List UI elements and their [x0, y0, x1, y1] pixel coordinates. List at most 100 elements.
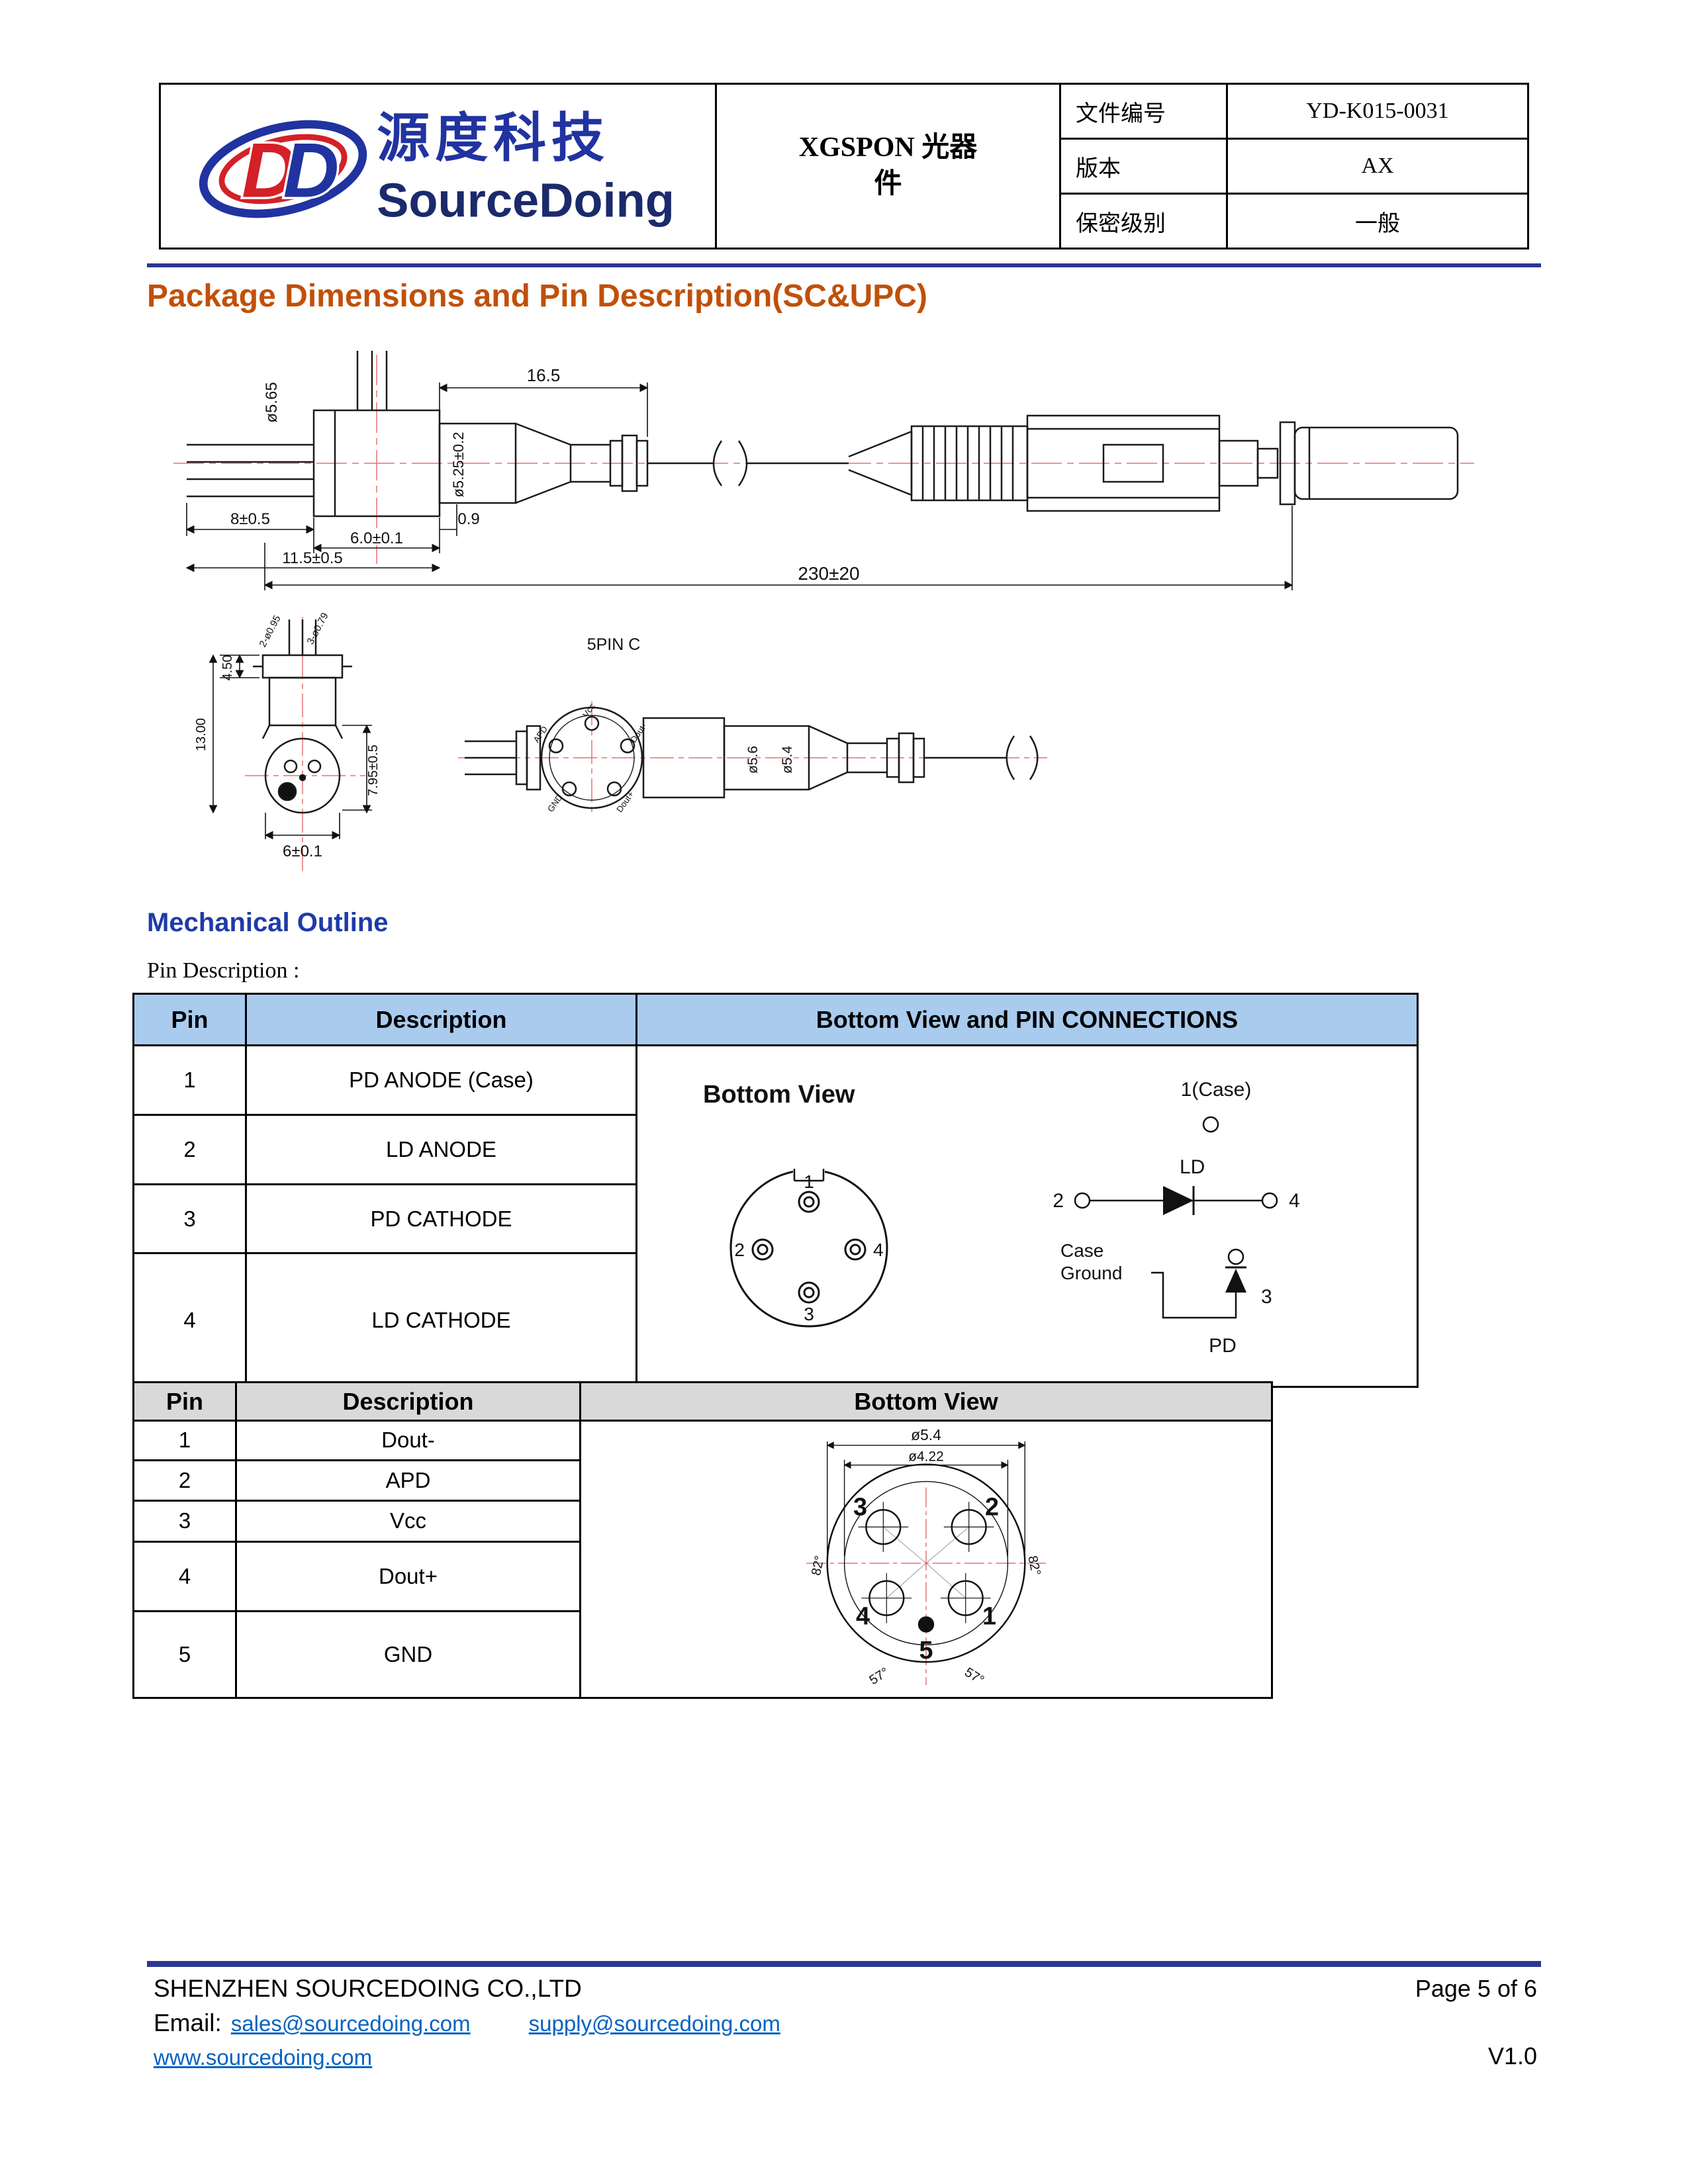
field-label-version: 版本 — [1061, 140, 1228, 195]
logo-brand-cn: 源度科技 — [377, 108, 610, 167]
dim-5-6: ø5.6 — [745, 746, 761, 774]
schematic-pin-3: 3 — [1261, 1286, 1272, 1308]
receiver-circle — [826, 1463, 1026, 1663]
email-link-sales[interactable]: sales@sourcedoing.com — [230, 2011, 471, 2036]
pin-description: Dout- — [235, 1420, 581, 1461]
pin-label-gnd: GND — [545, 792, 565, 813]
case-ground-label-1: Case — [1060, 1240, 1103, 1261]
table-row: 4 Dout+ — [132, 1540, 1272, 1612]
drawing-fivepin-labels: 5PIN C Vcc APD Dout- GND Dout+ ø5.6 ø5.4 — [532, 635, 795, 814]
table-header-row: Pin Description Bottom View and PIN CONN… — [132, 993, 1419, 1046]
col-header-bottom-view: Bottom View and PIN CONNECTIONS — [635, 993, 1419, 1046]
angle-57-right: 57° — [962, 1665, 986, 1688]
pin-table-receiver: Pin Description Bottom View 1 Dout- — [132, 1381, 1273, 1700]
dim-0-9: 0.9 — [457, 510, 479, 528]
pin-description: APD — [235, 1459, 581, 1502]
pin-number: 5 — [132, 1610, 237, 1700]
pin-1: 1 — [982, 1602, 996, 1630]
pin-description: Dout+ — [235, 1540, 581, 1612]
pin-connections-schematic: 1(Case) LD 2 4 Case Ground — [1053, 1079, 1299, 1357]
pin-number: 4 — [132, 1252, 247, 1388]
bottom-view-caption: Bottom View — [703, 1081, 855, 1109]
pin-table-laser: Pin Description Bottom View and PIN CONN… — [132, 993, 1419, 1388]
pin-number: 4 — [132, 1540, 237, 1612]
case-label: 1(Case) — [1180, 1079, 1251, 1101]
dim-6-0: 6.0±0.1 — [350, 529, 403, 547]
table-row: 5 GND — [132, 1610, 1272, 1700]
table-row: 1 Dout- — [132, 1420, 1273, 1699]
angle-82-right: 82° — [1025, 1555, 1043, 1577]
table-row: 2 LD ANODE — [132, 1113, 1418, 1185]
dim-8: 8±0.5 — [230, 510, 270, 528]
col-header-pin: Pin — [132, 1381, 237, 1422]
drawing-tosa-dim-labels: 16.5 ø5.65 ø5.25±0.2 8±0.5 0.9 6.0±0.1 1… — [230, 365, 860, 584]
fivepin-title: 5PIN C — [587, 635, 641, 654]
bottom-view-diagram-cell: ø5.4 ø4.22 3 2 4 1 5 82° 82° 57° 57° — [579, 1420, 1273, 1699]
pin-5: 5 — [919, 1637, 933, 1664]
drawing-tosa-side-view — [173, 351, 1474, 564]
receiver-bottom-view-diagram: ø5.4 ø4.22 3 2 4 1 5 82° 82° 57° 57° — [806, 1426, 1047, 1688]
logo-swoosh — [199, 120, 367, 218]
logo-monogram-d1: D — [242, 126, 298, 213]
circle-pin-3: 3 — [804, 1304, 814, 1324]
drawing-fivepin-view — [458, 702, 1047, 815]
bottom-view-circle — [729, 1167, 888, 1328]
bottom-view-pin-numbers: 1 2 4 3 — [734, 1171, 883, 1324]
receiver-dimensions — [826, 1441, 1026, 1557]
pin-description: PD CATHODE — [245, 1183, 637, 1255]
mechanical-drawings: 16.5 ø5.65 ø5.25±0.2 8±0.5 0.9 6.0±0.1 1… — [173, 351, 1474, 875]
table-header-row: Pin Description Bottom View — [132, 1381, 1273, 1422]
ld-label: LD — [1180, 1156, 1205, 1178]
dim-front-pins-b: 3-ø0.79 — [305, 611, 330, 647]
field-value-doc-number: YD-K015-0031 — [1228, 85, 1527, 140]
angle-82-left: 82° — [809, 1555, 827, 1577]
dim-6-0-1: 6±0.1 — [283, 842, 322, 860]
pin-description: Vcc — [235, 1500, 581, 1543]
header-table: D D 源度科技 SourceDoing XGSPON 光器件 文件编号 YD-… — [159, 83, 1529, 250]
pin-number: 1 — [132, 1044, 247, 1116]
angle-57-left: 57° — [867, 1665, 892, 1688]
bottom-view-diagram-cell: Bottom View 1 2 4 3 — [635, 1044, 1419, 1388]
pin-description: LD CATHODE — [245, 1252, 637, 1388]
drawing-front-view — [245, 617, 365, 875]
dim-outer-dia: ø5.4 — [911, 1426, 941, 1443]
drawing-front-dim-labels: 2-ø0.95 3-ø0.79 4.50 13.00 7.95±0.5 6±0.… — [194, 611, 381, 860]
dim-barrel-dia: ø5.25±0.2 — [450, 432, 467, 498]
pin-label-dout-minus: Dout- — [628, 721, 649, 745]
col-header-description: Description — [245, 993, 637, 1046]
pin-description: GND — [235, 1610, 581, 1700]
construction-lines — [882, 1526, 970, 1599]
pin-3: 3 — [853, 1493, 867, 1521]
pin-number: 3 — [132, 1183, 247, 1255]
dim-5-4: ø5.4 — [780, 746, 795, 774]
pin-description: PD ANODE (Case) — [245, 1044, 637, 1116]
col-header-description: Description — [235, 1381, 581, 1422]
email-label: Email: — [154, 2009, 222, 2036]
company-logo: D D 源度科技 SourceDoing — [161, 85, 717, 248]
table-row: 4 LD CATHODE — [132, 1252, 1418, 1388]
dim-16-5: 16.5 — [527, 365, 561, 385]
table-row: 3 PD CATHODE — [132, 1183, 1418, 1255]
header-divider — [147, 263, 1541, 267]
table-row: 2 APD — [132, 1459, 1272, 1502]
pin-number: 3 — [132, 1500, 237, 1543]
drawing-front-dimensions — [209, 654, 372, 840]
logo-brand-en: SourceDoing — [377, 175, 675, 228]
footer-company: SHENZHEN SOURCEDOING CO.,LTD — [154, 1975, 582, 2002]
pin-number: 1 — [132, 1420, 237, 1461]
table-row: 1 PD ANODE (Case) Bottom View 1 — [132, 1044, 1419, 1388]
email-link-supply[interactable]: supply@sourcedoing.com — [528, 2011, 780, 2036]
drawing-tosa-dimensions — [185, 383, 1293, 590]
dim-lead-dia: ø5.65 — [263, 382, 281, 422]
pd-label: PD — [1209, 1335, 1237, 1357]
dim-inner-dia: ø4.22 — [908, 1449, 943, 1465]
circle-pin-1: 1 — [804, 1171, 814, 1192]
circle-pin-2: 2 — [734, 1240, 745, 1260]
product-title: XGSPON 光器件 — [717, 85, 1061, 248]
dim-7-95: 7.95±0.5 — [366, 745, 381, 796]
pin-description: LD ANODE — [245, 1113, 637, 1185]
footer-divider — [147, 1961, 1541, 1967]
website-link[interactable]: www.sourcedoing.com — [154, 2045, 373, 2070]
header-fields: 文件编号 YD-K015-0031 版本 AX 保密级别 一般 — [1061, 85, 1527, 248]
